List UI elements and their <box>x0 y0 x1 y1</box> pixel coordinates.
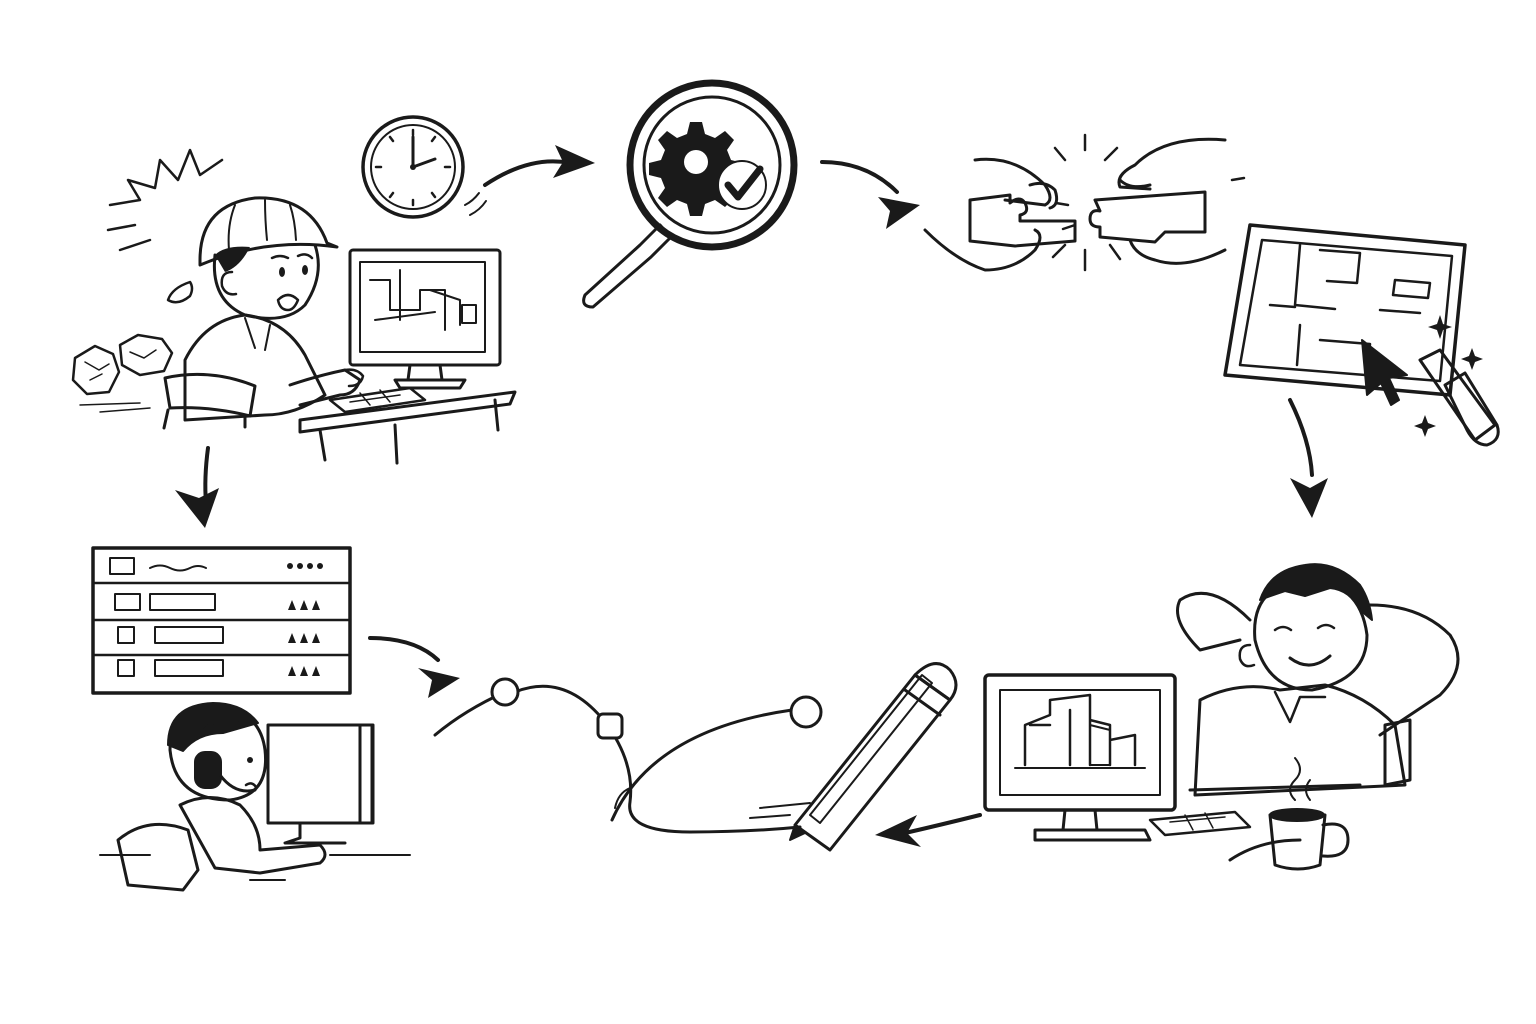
list-panel-icon <box>91 546 352 695</box>
monitor-icon <box>348 248 502 390</box>
magnifier-icon <box>582 79 798 309</box>
monitor-building-icon <box>983 673 1177 842</box>
cursor-icon <box>1361 339 1408 406</box>
arrow-2 <box>820 160 920 229</box>
burst-icon <box>106 148 224 252</box>
floor-plan-icon <box>1223 223 1467 397</box>
pencil-icon <box>789 662 958 852</box>
sweat-drop-icon <box>166 280 194 304</box>
connect-pieces-scene <box>923 133 1246 272</box>
marker-icon <box>1418 348 1500 447</box>
curve-edit-scene <box>433 662 958 852</box>
arrow-1 <box>483 145 595 187</box>
headset-operator-icon <box>99 702 411 892</box>
sparkle-icon <box>1414 315 1483 437</box>
arrow-4 <box>875 813 982 847</box>
arrow-3 <box>1288 398 1328 518</box>
clock-icon <box>361 115 487 219</box>
puzzle-piece-icon <box>968 190 1207 248</box>
task-list-support-scene <box>91 546 411 892</box>
checkmark-icon <box>717 160 767 210</box>
bezier-curve-icon <box>433 677 823 834</box>
crumpled-paper-icon <box>71 333 174 413</box>
hard-hat-icon <box>198 196 339 267</box>
smiling-man-icon <box>1176 563 1460 797</box>
hands-icon <box>923 137 1227 272</box>
stressed-engineer-scene <box>71 148 517 465</box>
floor-plan-scene <box>1223 223 1500 447</box>
relaxed-designer-scene <box>983 563 1460 871</box>
arrow-6 <box>175 446 219 528</box>
coffee-mug-icon <box>1268 757 1350 871</box>
arrow-5 <box>368 636 460 698</box>
